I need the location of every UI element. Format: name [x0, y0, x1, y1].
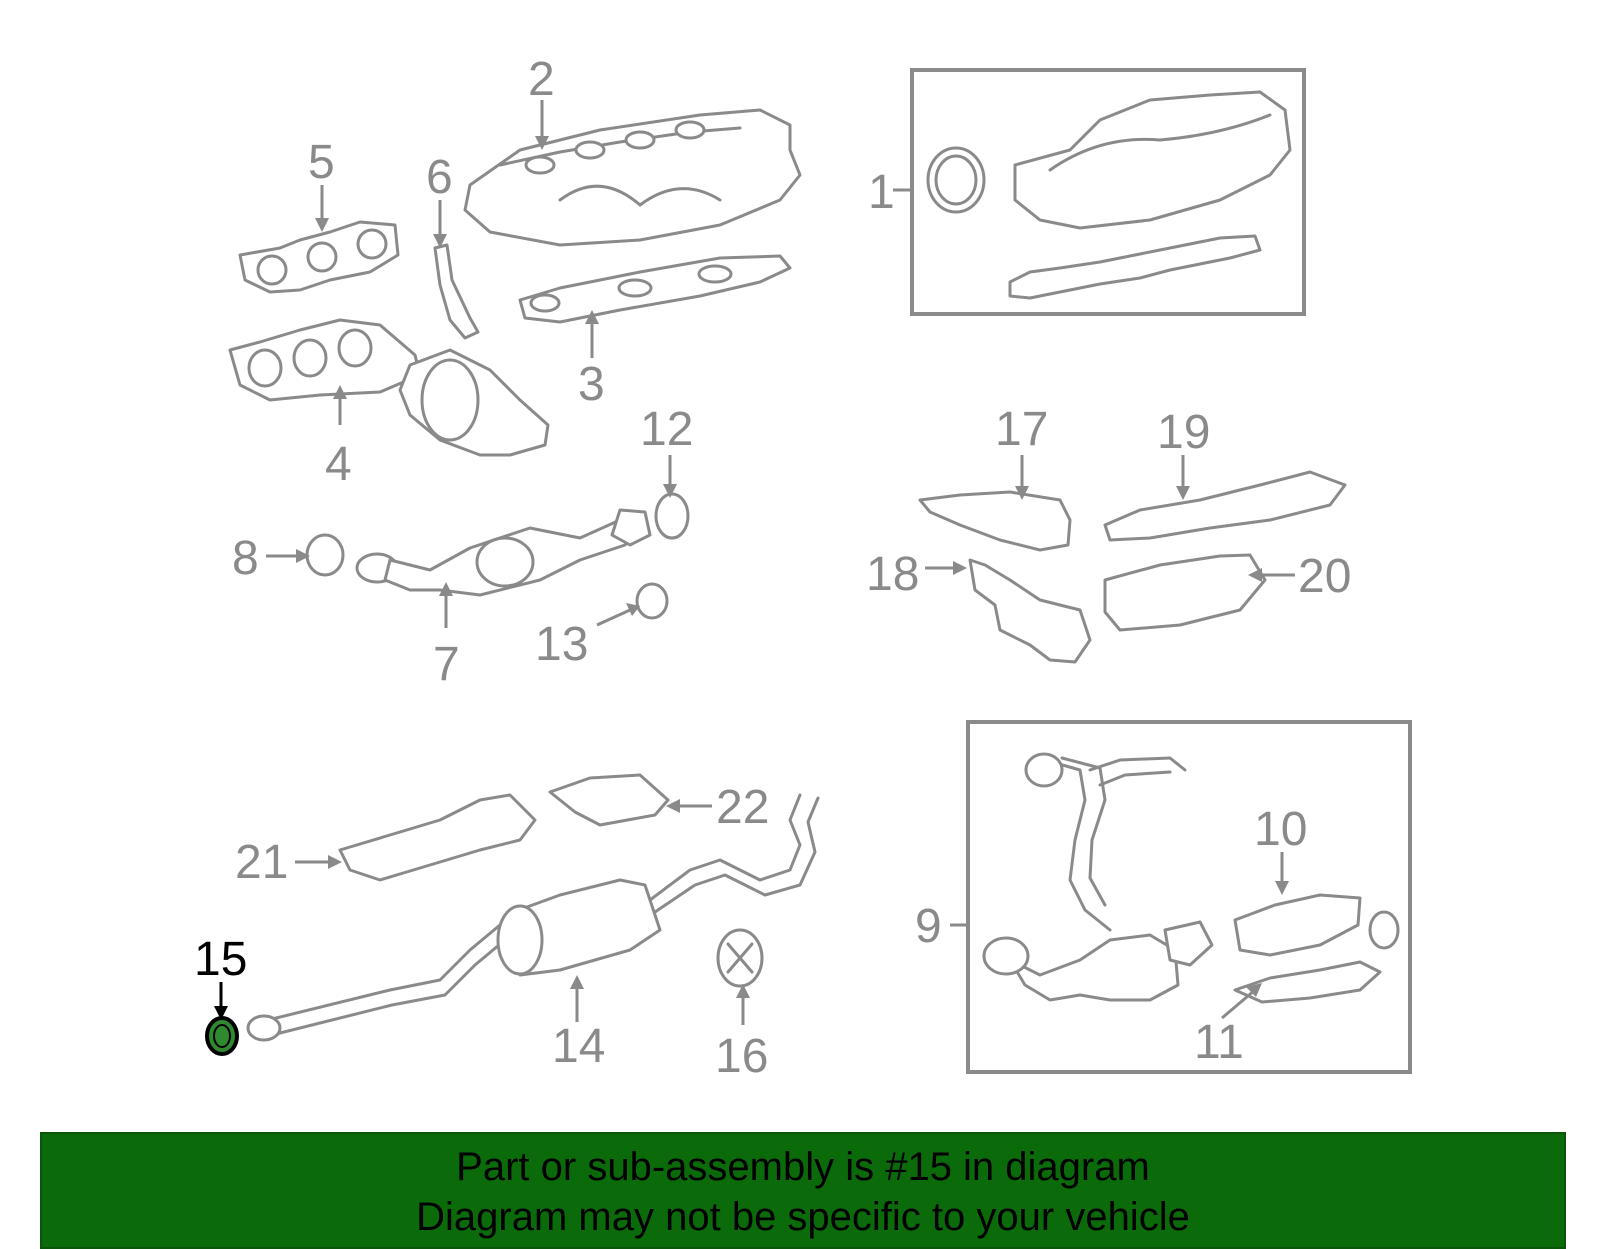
- part-10-converter-shield[interactable]: [1233, 893, 1362, 957]
- callout-10[interactable]: 10: [1254, 803, 1307, 856]
- part-1-intake-assembly[interactable]: [926, 90, 1292, 300]
- front-pipe-group-box: [966, 720, 1412, 1074]
- callout-19[interactable]: 19: [1157, 406, 1210, 459]
- part-info-banner: Part or sub-assembly is #15 in diagram D…: [40, 1132, 1566, 1249]
- part-8-gasket[interactable]: [305, 533, 345, 577]
- part-5-exhaust-gasket[interactable]: [238, 220, 400, 294]
- part-9-y-pipe[interactable]: [982, 752, 1214, 1002]
- part-11-lower-shield[interactable]: [1233, 960, 1382, 1004]
- part-13-gasket[interactable]: [635, 582, 669, 620]
- leader-lines: [214, 100, 1295, 1025]
- callout-labels: 1 2 3 4 5 6 7 8 9 10 11 12 13 14 15 16 1…: [194, 53, 1351, 1083]
- callout-12[interactable]: 12: [640, 403, 693, 456]
- part-10-clamp[interactable]: [1368, 910, 1400, 950]
- callout-2[interactable]: 2: [528, 53, 555, 106]
- part-19-heat-shield[interactable]: [1103, 470, 1347, 542]
- callout-5[interactable]: 5: [308, 136, 335, 189]
- part-16-hanger[interactable]: [716, 928, 764, 988]
- part-21-heat-shield[interactable]: [338, 793, 537, 882]
- part-15-gasket-inner: [213, 1024, 231, 1048]
- part-2-manifold[interactable]: [463, 108, 802, 247]
- callout-21[interactable]: 21: [235, 836, 288, 889]
- part-22-heat-shield[interactable]: [548, 773, 670, 827]
- callout-9[interactable]: 9: [915, 900, 942, 953]
- part-3-gasket[interactable]: [518, 254, 792, 324]
- banner-line-part: Part or sub-assembly is #15 in diagram: [456, 1145, 1150, 1189]
- callout-13[interactable]: 13: [535, 618, 588, 671]
- callout-4[interactable]: 4: [325, 438, 352, 491]
- callout-16[interactable]: 16: [715, 1030, 768, 1083]
- callout-22[interactable]: 22: [716, 781, 769, 834]
- callout-17[interactable]: 17: [995, 403, 1048, 456]
- intake-manifold-group-box: [910, 68, 1306, 316]
- part-4-exhaust-manifold[interactable]: [228, 318, 550, 457]
- part-7-front-pipe[interactable]: [355, 508, 652, 597]
- callout-18[interactable]: 18: [866, 548, 919, 601]
- banner-line-disclaimer: Diagram may not be specific to your vehi…: [416, 1195, 1190, 1239]
- callout-1[interactable]: 1: [868, 166, 895, 219]
- part-15-gasket-highlighted[interactable]: [205, 1016, 239, 1056]
- callout-8[interactable]: 8: [232, 532, 259, 585]
- callout-14[interactable]: 14: [552, 1020, 605, 1073]
- part-6-bracket[interactable]: [433, 243, 480, 340]
- part-14-muffler-assembly[interactable]: [246, 793, 820, 1042]
- callout-15[interactable]: 15: [194, 933, 247, 986]
- callout-6[interactable]: 6: [426, 151, 453, 204]
- callout-3[interactable]: 3: [578, 358, 605, 411]
- callout-11[interactable]: 11: [1194, 1016, 1244, 1069]
- part-12-gasket[interactable]: [654, 492, 690, 540]
- part-18-heat-shield[interactable]: [968, 558, 1092, 664]
- part-20-heat-shield[interactable]: [1103, 553, 1267, 632]
- callout-7[interactable]: 7: [433, 638, 460, 691]
- part-17-heat-shield[interactable]: [918, 490, 1072, 552]
- callout-20[interactable]: 20: [1298, 550, 1351, 603]
